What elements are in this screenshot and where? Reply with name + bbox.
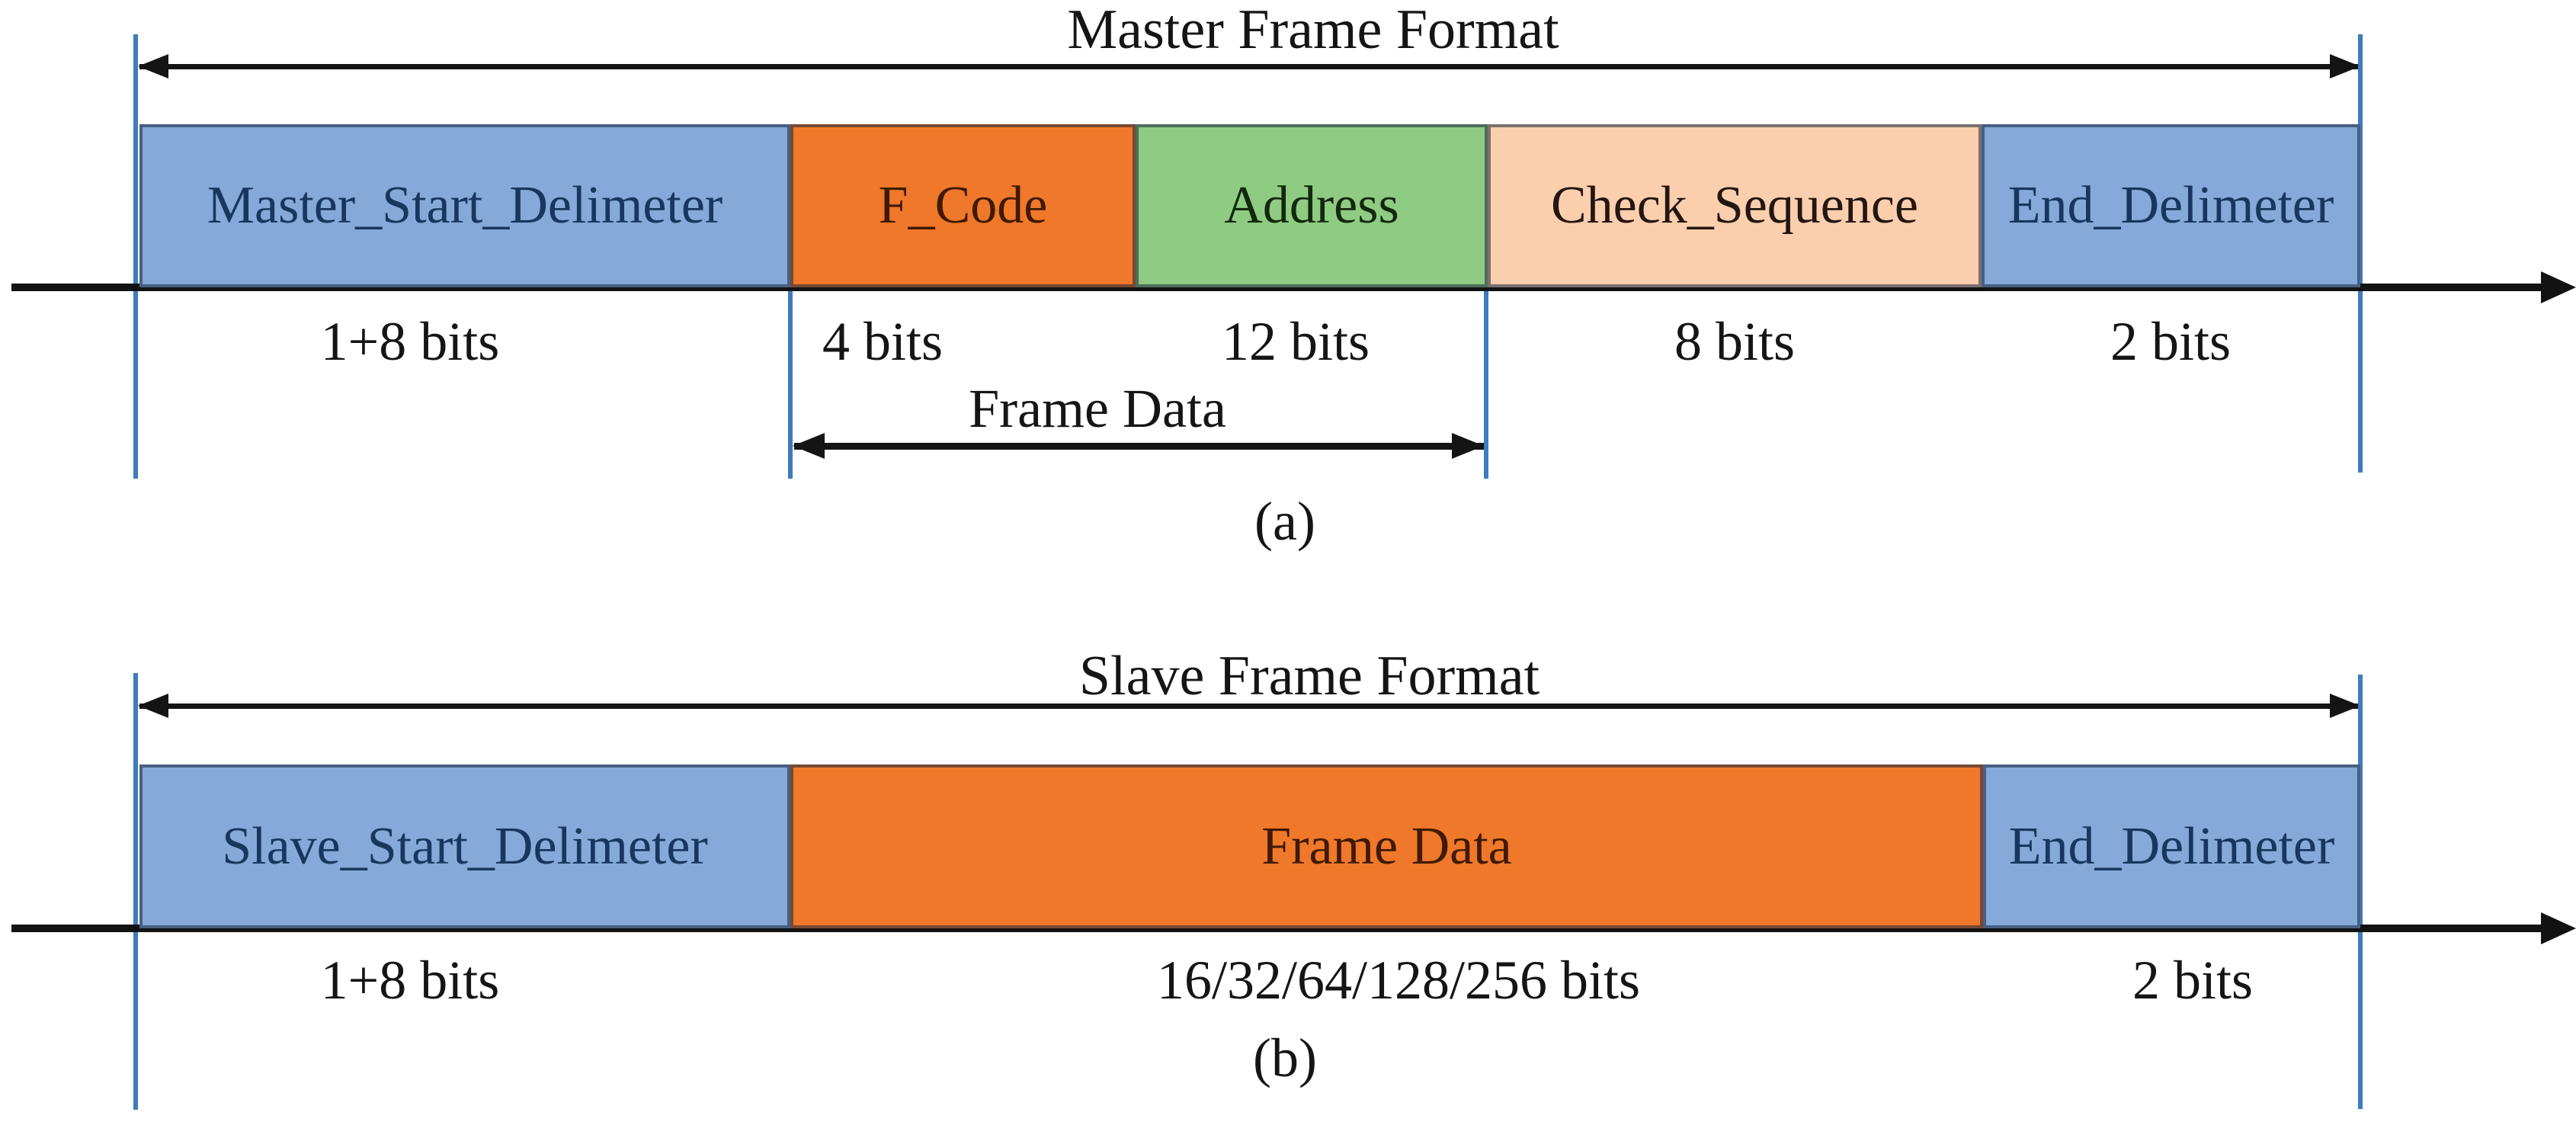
panel-b-extent-arrow-line — [139, 704, 2360, 709]
timeline-a — [11, 284, 2543, 291]
timeline-b-arrowhead-icon — [2541, 912, 2576, 944]
block-label: Frame Data — [1261, 816, 1512, 876]
arrowhead-left-icon — [138, 54, 168, 79]
timeline-a-arrowhead-icon — [2541, 271, 2576, 303]
block-label: Master_Start_Delimeter — [207, 176, 723, 235]
panel-b-caption: (b) — [1253, 1027, 1317, 1088]
panel-b-title: Slave Frame Format — [1078, 645, 1540, 707]
block-label: Check_Sequence — [1550, 176, 1919, 235]
block-label: F_Code — [878, 176, 1048, 235]
frame-data-annotation-label: Frame Data — [969, 378, 1226, 439]
block-label: Address — [1224, 176, 1399, 235]
bits-label-check-sequence: 8 bits — [1674, 311, 1796, 372]
guide-line-b-left — [133, 673, 138, 1110]
bits-label-address: 12 bits — [1221, 311, 1370, 372]
guide-line-a-framedata-left — [788, 291, 793, 479]
panel-a-extent-arrow-line — [139, 64, 2360, 69]
guide-line-a-framedata-right — [1484, 291, 1488, 479]
block-address: Address — [1136, 124, 1488, 287]
block-master-start-delimeter: Master_Start_Delimeter — [139, 124, 790, 287]
block-f-code: F_Code — [790, 124, 1136, 287]
bits-label-slave-start: 1+8 bits — [320, 950, 500, 1011]
block-label: Slave_Start_Delimeter — [222, 816, 708, 876]
frame-data-arrow-line — [794, 443, 1484, 450]
bits-label-end-delimeter-b: 2 bits — [2132, 950, 2254, 1011]
guide-line-b-right — [2358, 675, 2363, 1109]
panel-a-title: Master Frame Format — [1067, 0, 1559, 61]
arrowhead-right-icon — [2330, 694, 2360, 718]
guide-line-a-left — [133, 34, 138, 479]
block-slave-start-delimeter: Slave_Start_Delimeter — [139, 764, 790, 928]
bits-label-f-code: 4 bits — [822, 311, 944, 372]
arrowhead-right-icon — [2330, 54, 2360, 79]
block-frame-data: Frame Data — [790, 764, 1983, 928]
block-label: End_Delimeter — [2007, 176, 2334, 235]
arrowhead-left-icon — [793, 433, 825, 459]
panel-a-caption: (a) — [1254, 491, 1315, 552]
timeline-b — [11, 925, 2543, 932]
guide-line-a-right — [2358, 34, 2363, 473]
bits-label-end-delimeter-a: 2 bits — [2110, 311, 2232, 372]
arrowhead-left-icon — [138, 694, 168, 718]
arrowhead-right-icon — [1452, 433, 1484, 459]
block-end-delimeter-b: End_Delimeter — [1983, 764, 2360, 928]
block-check-sequence: Check_Sequence — [1488, 124, 1982, 287]
block-label: End_Delimeter — [2008, 816, 2335, 876]
bits-label-frame-data: 16/32/64/128/256 bits — [1156, 950, 1641, 1011]
bits-label-master-start: 1+8 bits — [320, 311, 500, 372]
block-end-delimeter-a: End_Delimeter — [1982, 124, 2360, 287]
